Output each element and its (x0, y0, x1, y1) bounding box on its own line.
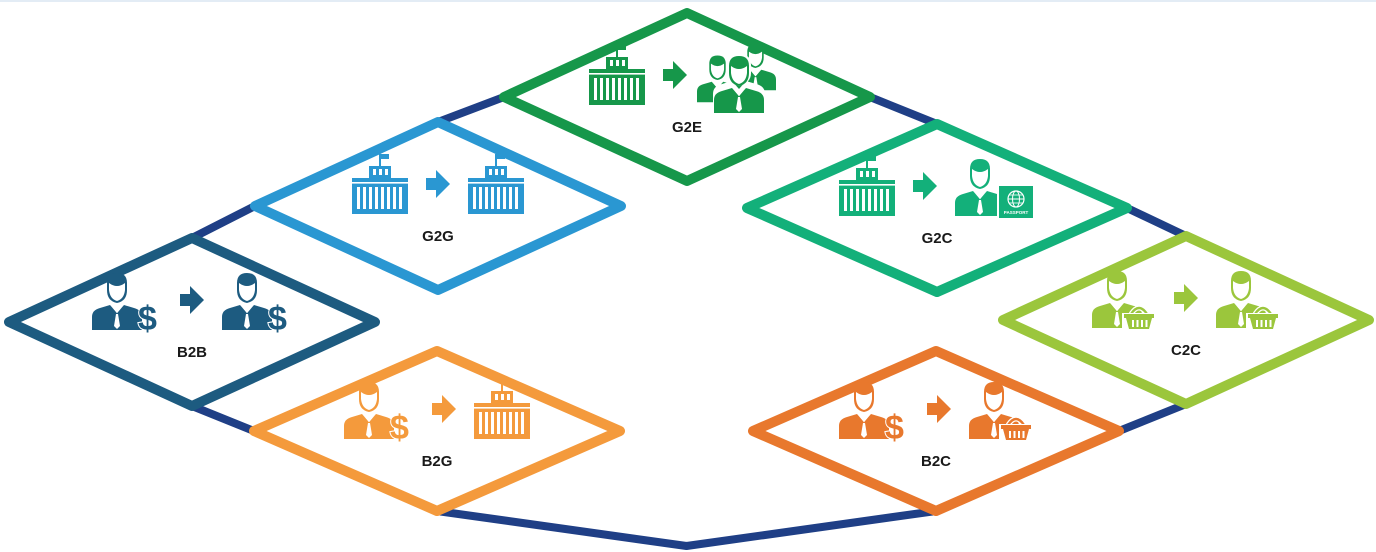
diamond-outline (250, 117, 626, 295)
diamond-label-g2g: G2G (422, 228, 454, 245)
diamond-g2g: G2G (250, 117, 626, 295)
connector-line (1115, 400, 1190, 435)
connector-line (188, 402, 258, 435)
connector-line (188, 202, 259, 242)
diamond-label-c2c: C2C (1171, 342, 1201, 359)
top-border (0, 0, 1376, 2)
diamond-b2c: B2C (748, 346, 1124, 516)
diamond-label-b2g: B2G (422, 453, 453, 470)
diamond-outline (4, 233, 380, 411)
connector-line (434, 93, 508, 126)
diamond-outline (742, 119, 1132, 297)
connector-lines (188, 93, 1190, 550)
diamond-outline (499, 8, 875, 186)
diamond-b2g: B2G (249, 346, 625, 516)
diamond-label-g2c: G2C (922, 230, 953, 247)
diamond-outline (249, 346, 625, 516)
connector-line-bottom (436, 507, 937, 550)
diamond-g2e: G2E (499, 8, 875, 186)
connector-line (1123, 204, 1190, 240)
diamond-outline (748, 346, 1124, 516)
diamond-label-b2b: B2B (177, 344, 207, 361)
diamond-label-g2e: G2E (672, 119, 702, 136)
diamond-c2c: C2C (998, 231, 1374, 409)
connector-line (866, 93, 941, 128)
diamond-outline (998, 231, 1374, 409)
passport-text: PASSPORT (1004, 210, 1029, 215)
model-diamonds: G2E G2G PASSPORT G2C B2B C2C B2G B2C (4, 8, 1374, 516)
diamond-label-b2c: B2C (921, 453, 951, 470)
diamond-g2c: PASSPORT G2C (742, 119, 1132, 297)
diamond-b2b: B2B (4, 233, 380, 411)
